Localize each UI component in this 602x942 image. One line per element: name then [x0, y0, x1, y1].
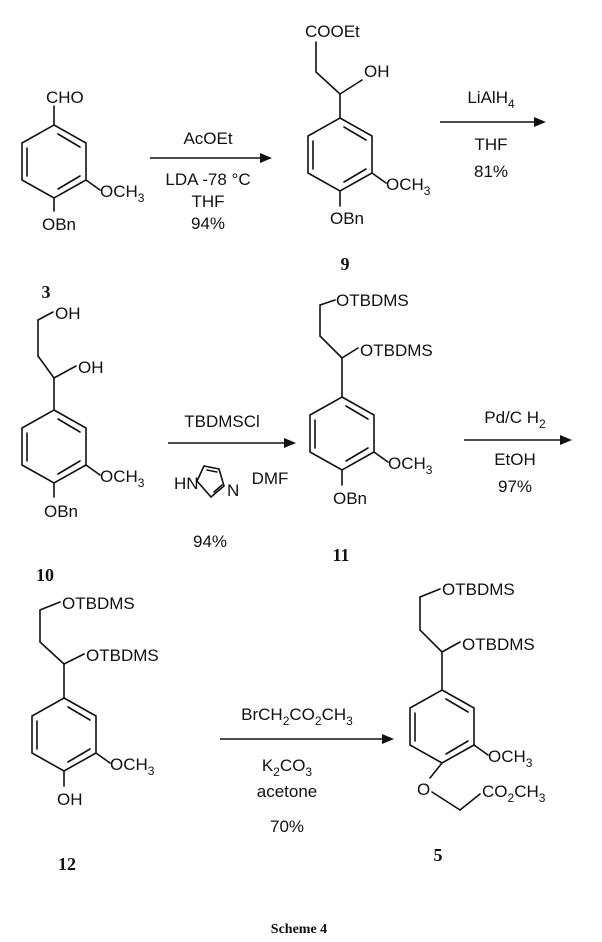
- compound-9: COOEt OH OCH3 OBn 9: [305, 22, 431, 274]
- imidazole-n: N: [227, 481, 239, 500]
- arrow-head: [560, 435, 572, 445]
- step-1-base: LDA -78 °C: [165, 170, 250, 189]
- primary-silyl-ether: OTBDMS: [62, 594, 135, 613]
- primary-silyl-ether: OTBDMS: [442, 580, 515, 599]
- step-3: TBDMSCl HN N DMF 94%: [168, 412, 296, 551]
- step-4: Pd/C H2 EtOH 97%: [464, 408, 572, 496]
- benzyloxy-group: OBn: [330, 209, 364, 228]
- imidazole-structure: HN N: [174, 465, 239, 500]
- compound-number-3: 3: [42, 282, 51, 302]
- methoxy-group: OCH3: [100, 467, 145, 490]
- benzyloxy-group: OBn: [44, 502, 78, 521]
- step-2-reagent: LiAlH4: [467, 88, 515, 111]
- step-4-solvent: EtOH: [494, 450, 536, 469]
- scheme-caption: Scheme 4: [271, 922, 327, 937]
- methoxy-group: OCH3: [100, 182, 145, 205]
- benzene-ring: [409, 689, 475, 764]
- primary-silyl-ether: OTBDMS: [336, 291, 409, 310]
- step-4-reagent: Pd/C H2: [484, 408, 546, 431]
- methoxy-group: OCH3: [386, 175, 431, 198]
- arrow-head: [534, 117, 546, 127]
- hydroxyl-group: OH: [364, 62, 390, 81]
- compound-number-10: 10: [36, 565, 54, 585]
- compound-10: OH OH OCH3 OBn 10: [21, 304, 145, 585]
- methoxy-group: OCH3: [110, 755, 155, 778]
- step-5-yield: 70%: [270, 817, 304, 836]
- benzene-ring: [309, 396, 375, 471]
- secondary-hydroxyl: OH: [78, 358, 104, 377]
- benzene-ring: [31, 697, 97, 772]
- compound-number-9: 9: [341, 254, 350, 274]
- step-3-reagent: TBDMSCl: [184, 412, 260, 431]
- compound-number-5: 5: [434, 845, 443, 865]
- aldehyde-group: CHO: [46, 88, 84, 107]
- arrow-head: [260, 153, 272, 163]
- step-1-yield: 94%: [191, 214, 225, 233]
- imidazole-nh: HN: [174, 474, 199, 493]
- step-1: AcOEt LDA -78 °C THF 94%: [150, 129, 272, 233]
- benzene-ring: [21, 124, 87, 199]
- step-5-solvent: acetone: [257, 782, 318, 801]
- step-3-yield: 94%: [193, 532, 227, 551]
- methoxy-group: OCH3: [488, 747, 533, 770]
- benzene-ring: [21, 409, 87, 484]
- step-4-yield: 97%: [498, 477, 532, 496]
- secondary-silyl-ether: OTBDMS: [462, 635, 535, 654]
- methyl-ester-group: CO2CH3: [482, 782, 546, 805]
- compound-12: OTBDMS OTBDMS OCH3 OH 12: [31, 594, 159, 874]
- arrow-head: [382, 734, 394, 744]
- step-1-solvent: THF: [191, 192, 224, 211]
- compound-3: CHO OCH3 OBn 3: [21, 88, 145, 302]
- secondary-silyl-ether: OTBDMS: [360, 341, 433, 360]
- ester-group: COOEt: [305, 22, 360, 41]
- ether-oxygen: O: [417, 780, 430, 799]
- step-5: BrCH2CO2CH3 K2CO3 acetone 70%: [220, 705, 394, 836]
- secondary-silyl-ether: OTBDMS: [86, 646, 159, 665]
- step-2: LiAlH4 THF 81%: [440, 88, 546, 181]
- methoxy-group: OCH3: [388, 454, 433, 477]
- primary-hydroxyl: OH: [55, 304, 81, 323]
- benzyloxy-group: OBn: [333, 489, 367, 508]
- step-5-base: K2CO3: [262, 756, 313, 779]
- step-3-solvent: DMF: [252, 469, 289, 488]
- step-5-reagent: BrCH2CO2CH3: [241, 705, 353, 728]
- compound-number-11: 11: [332, 545, 349, 565]
- compound-5: OTBDMS OTBDMS OCH3 O CO2CH3 5: [409, 580, 546, 865]
- compound-number-12: 12: [58, 854, 76, 874]
- arrow-head: [284, 438, 296, 448]
- step-1-reagent: AcOEt: [183, 129, 232, 148]
- benzene-ring: [307, 117, 373, 192]
- phenol-hydroxyl: OH: [57, 790, 83, 809]
- step-2-solvent: THF: [474, 135, 507, 154]
- compound-11: OTBDMS OTBDMS OCH3 OBn 11: [309, 291, 433, 565]
- step-2-yield: 81%: [474, 162, 508, 181]
- benzyloxy-group: OBn: [42, 215, 76, 234]
